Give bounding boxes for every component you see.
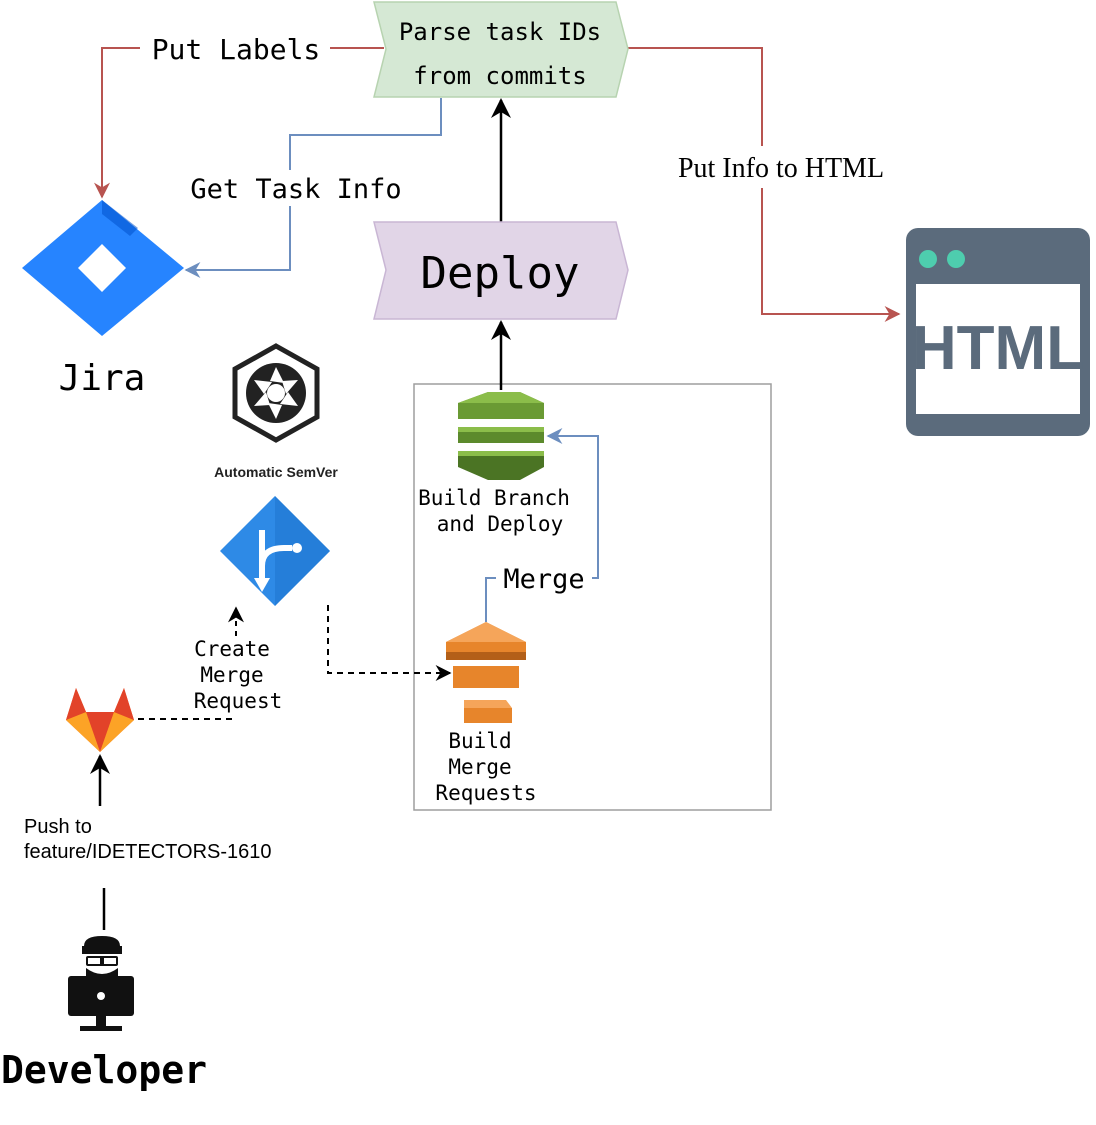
browser-window-icon <box>906 228 1090 436</box>
deploy-node[interactable]: Deploy <box>373 221 629 320</box>
build-branch-line2: and Deploy <box>437 512 563 536</box>
put-info-html-label: Put Info to HTML <box>678 153 884 184</box>
build-merge-requests-node[interactable]: Build Merge Requests <box>435 622 537 805</box>
edge-mr-to-build <box>327 605 452 681</box>
build-branch-line1: Build Branch <box>418 486 570 510</box>
deploy-label: Deploy <box>421 248 580 299</box>
gitlab-node[interactable] <box>66 688 134 752</box>
jira-node[interactable]: Jira <box>22 200 184 399</box>
build-mr-line1: Build <box>448 729 511 753</box>
edge-put-labels: Put Labels <box>94 32 384 199</box>
jira-logo-icon <box>22 200 184 336</box>
build-mr-line3: Requests <box>435 781 536 805</box>
edge-put-info-html: Put Info to HTML <box>626 47 901 322</box>
create-mr-line2: Merge <box>200 663 263 687</box>
build-mr-line2: Merge <box>448 755 511 779</box>
build-stage-container <box>413 383 772 811</box>
merge-diamond-icon <box>220 496 330 606</box>
stacked-layers-green-icon <box>458 392 544 480</box>
edge-push: Push to feature/IDETECTORS-1610 <box>24 754 272 930</box>
edge-merge: Merge <box>485 428 599 622</box>
developer-label: Developer <box>1 1048 207 1092</box>
developer-node[interactable]: Developer <box>1 936 207 1092</box>
aperture-hexagon-icon <box>232 343 320 443</box>
create-mr-line3: Request <box>194 689 283 713</box>
developer-at-computer-icon <box>68 936 134 1031</box>
gitlab-fox-icon <box>66 688 134 752</box>
html-output-node[interactable]: HTML <box>906 228 1090 436</box>
build-branch-node[interactable]: Build Branch and Deploy <box>418 392 570 536</box>
edge-create-merge-request: Create Merge Request <box>138 606 283 720</box>
jira-label: Jira <box>59 358 146 399</box>
semver-node[interactable]: Automatic SemVer <box>214 343 338 480</box>
push-line2: feature/IDETECTORS-1610 <box>24 841 272 863</box>
merge-label: Merge <box>503 564 584 595</box>
parse-line1: Parse task IDs <box>399 18 601 46</box>
html-label: HTML <box>912 314 1084 383</box>
parse-line2: from commits <box>413 62 586 90</box>
edge-get-task-info: Get Task Info <box>180 98 442 278</box>
create-mr-line1: Create <box>194 637 270 661</box>
push-line1: Push to <box>24 816 92 838</box>
parse-task-ids-node[interactable]: Parse task IDs from commits <box>373 1 629 98</box>
stacked-layers-orange-icon <box>446 622 526 723</box>
get-task-info-label: Get Task Info <box>190 174 401 205</box>
semver-label: Automatic SemVer <box>214 464 338 480</box>
put-labels-label: Put Labels <box>152 33 321 66</box>
merge-request-node[interactable] <box>220 496 330 606</box>
